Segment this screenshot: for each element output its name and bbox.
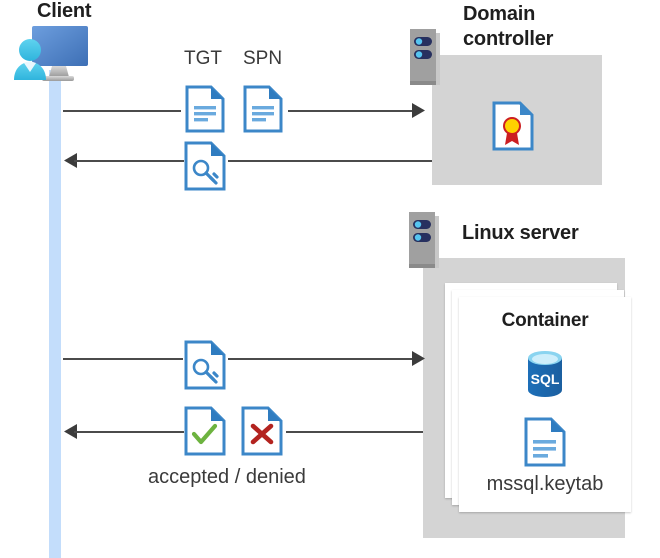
keytab-document-icon — [524, 417, 566, 472]
arrow-dc-to-client-segment-left — [74, 160, 184, 162]
sql-database-icon: SQL — [522, 349, 568, 404]
linux-server-icon — [409, 212, 439, 275]
arrow-client-to-dc-head — [412, 103, 426, 123]
client-title: Client — [37, 0, 92, 22]
key-document-icon-request — [184, 340, 226, 395]
arrow-client-to-linux-segment-right — [228, 358, 414, 360]
tgt-label: TGT — [184, 48, 222, 69]
arrow-client-to-dc-segment-right — [288, 110, 414, 112]
cross-document-icon — [241, 406, 283, 461]
accepted-denied-label: accepted / denied — [148, 466, 306, 488]
domain-controller-title-line2: controller — [463, 28, 554, 50]
arrow-client-to-dc-segment-left — [63, 110, 181, 112]
certificate-document-icon — [492, 101, 534, 156]
container-title: Container — [501, 310, 589, 331]
arrow-linux-to-client-segment-left — [74, 431, 184, 433]
arrow-linux-to-client-segment-right — [286, 431, 423, 433]
client-lifeline — [49, 70, 61, 558]
keytab-label: mssql.keytab — [486, 473, 604, 495]
arrow-client-to-linux-head — [412, 351, 426, 371]
sql-database-label: SQL — [531, 371, 560, 387]
spn-label: SPN — [243, 48, 283, 69]
arrow-client-to-linux-segment-left — [63, 358, 183, 360]
arrow-dc-to-client-head — [63, 153, 77, 173]
domain-controller-title: Domain controller — [463, 2, 553, 52]
linux-server-title: Linux server — [462, 222, 579, 244]
domain-controller-title-line1: Domain — [463, 3, 536, 25]
domain-controller-server-icon — [410, 29, 440, 92]
tgt-document-icon — [185, 85, 225, 138]
container-card-front — [459, 297, 631, 512]
key-document-icon-ticket — [184, 141, 226, 196]
client-icon — [8, 22, 94, 84]
arrow-linux-to-client-head — [63, 424, 77, 444]
check-document-icon — [184, 406, 226, 461]
arrow-dc-to-client-segment-right — [228, 160, 432, 162]
spn-document-icon — [243, 85, 283, 138]
